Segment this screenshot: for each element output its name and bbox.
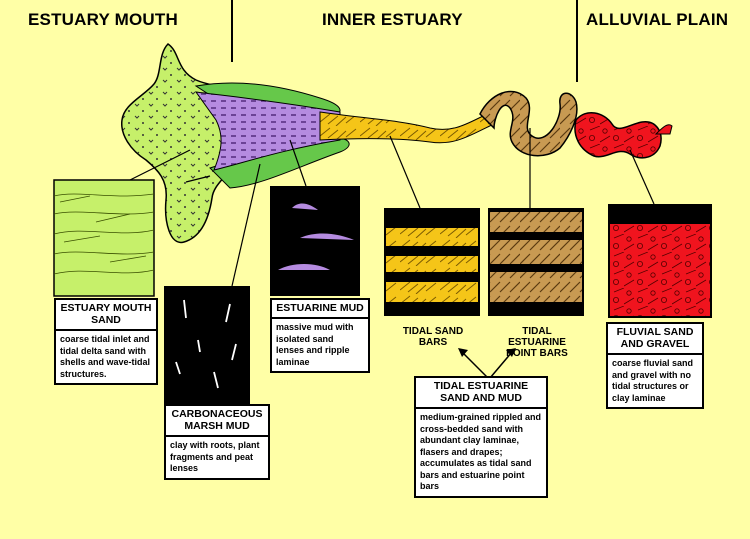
box-description: coarse tidal inlet and tidal delta sand … — [60, 334, 151, 379]
header-alluvial-plain: ALLUVIAL PLAIN — [586, 10, 729, 29]
box-estuary-mouth-sand: ESTUARY MOUTH SAND coarse tidal inlet an… — [54, 298, 158, 385]
leader-line — [185, 175, 211, 183]
box-description: massive mud with isolated sand lenses an… — [276, 322, 354, 367]
section-tidal-sand-bars — [384, 208, 480, 316]
label-tidal-sand-bars: TIDAL SAND BARS — [402, 326, 464, 348]
fluvial-channel — [574, 112, 662, 159]
box-title: TIDAL ESTUARINE SAND AND MUD — [416, 378, 546, 409]
section-marsh-mud — [164, 286, 250, 404]
estuarine-mud-zone — [194, 91, 341, 171]
box-description: medium-grained rippled and cross-bedded … — [420, 412, 542, 491]
fluvial-tail — [654, 124, 673, 135]
section-fluvial — [608, 204, 712, 318]
box-title: ESTUARY MOUTH SAND — [56, 300, 156, 331]
box-description: clay with roots, plant fragments and pea… — [170, 440, 260, 473]
box-carbonaceous-marsh-mud: CARBONACEOUS MARSH MUD clay with roots, … — [164, 404, 270, 480]
leader-line — [629, 149, 655, 205]
box-estuarine-mud: ESTUARINE MUD massive mud with isolated … — [270, 298, 370, 373]
leader-line — [129, 149, 191, 181]
header-inner-estuary: INNER ESTUARY — [322, 10, 463, 29]
box-title: CARBONACEOUS MARSH MUD — [166, 406, 268, 437]
arrow-to-point-bars — [489, 351, 513, 379]
box-title: FLUVIAL SAND AND GRAVEL — [608, 324, 702, 355]
header-estuary-mouth: ESTUARY MOUTH — [28, 10, 178, 29]
leader-line — [231, 163, 261, 287]
box-tidal-estuarine-sand-mud: TIDAL ESTUARINE SAND AND MUD medium-grai… — [414, 376, 548, 498]
arrow-to-sand-bars — [461, 351, 489, 379]
section-point-bars — [488, 208, 584, 316]
leader-line — [389, 135, 421, 209]
box-description: coarse fluvial sand and gravel with no t… — [612, 358, 694, 403]
tidal-sand-channel — [319, 111, 495, 144]
arrow-to-sand-bars-head — [458, 348, 468, 357]
label-tidal-estuarine-point-bars: TIDAL ESTUARINE POINT BARS — [506, 326, 568, 359]
section-estuary-mouth — [53, 179, 155, 297]
section-estuarine-mud — [270, 186, 360, 296]
point-bar-meanders — [479, 90, 578, 157]
leader-line — [289, 139, 307, 187]
box-fluvial-sand-gravel: FLUVIAL SAND AND GRAVEL coarse fluvial s… — [606, 322, 704, 409]
arrow-to-point-bars-head — [506, 348, 516, 357]
box-title: ESTUARINE MUD — [272, 300, 368, 319]
